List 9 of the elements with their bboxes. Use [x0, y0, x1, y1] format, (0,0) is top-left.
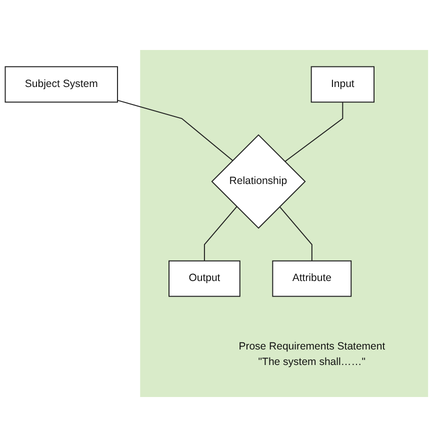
- node-box: Output: [168, 260, 240, 297]
- node-box: Input: [310, 66, 375, 103]
- connector: [117, 100, 234, 161]
- node-box: Attribute: [272, 260, 352, 297]
- connector: [284, 102, 344, 162]
- node-box: Subject System: [4, 66, 118, 103]
- node-diamond: Relationship: [211, 134, 306, 229]
- connector: [204, 206, 238, 262]
- connector: [279, 206, 312, 262]
